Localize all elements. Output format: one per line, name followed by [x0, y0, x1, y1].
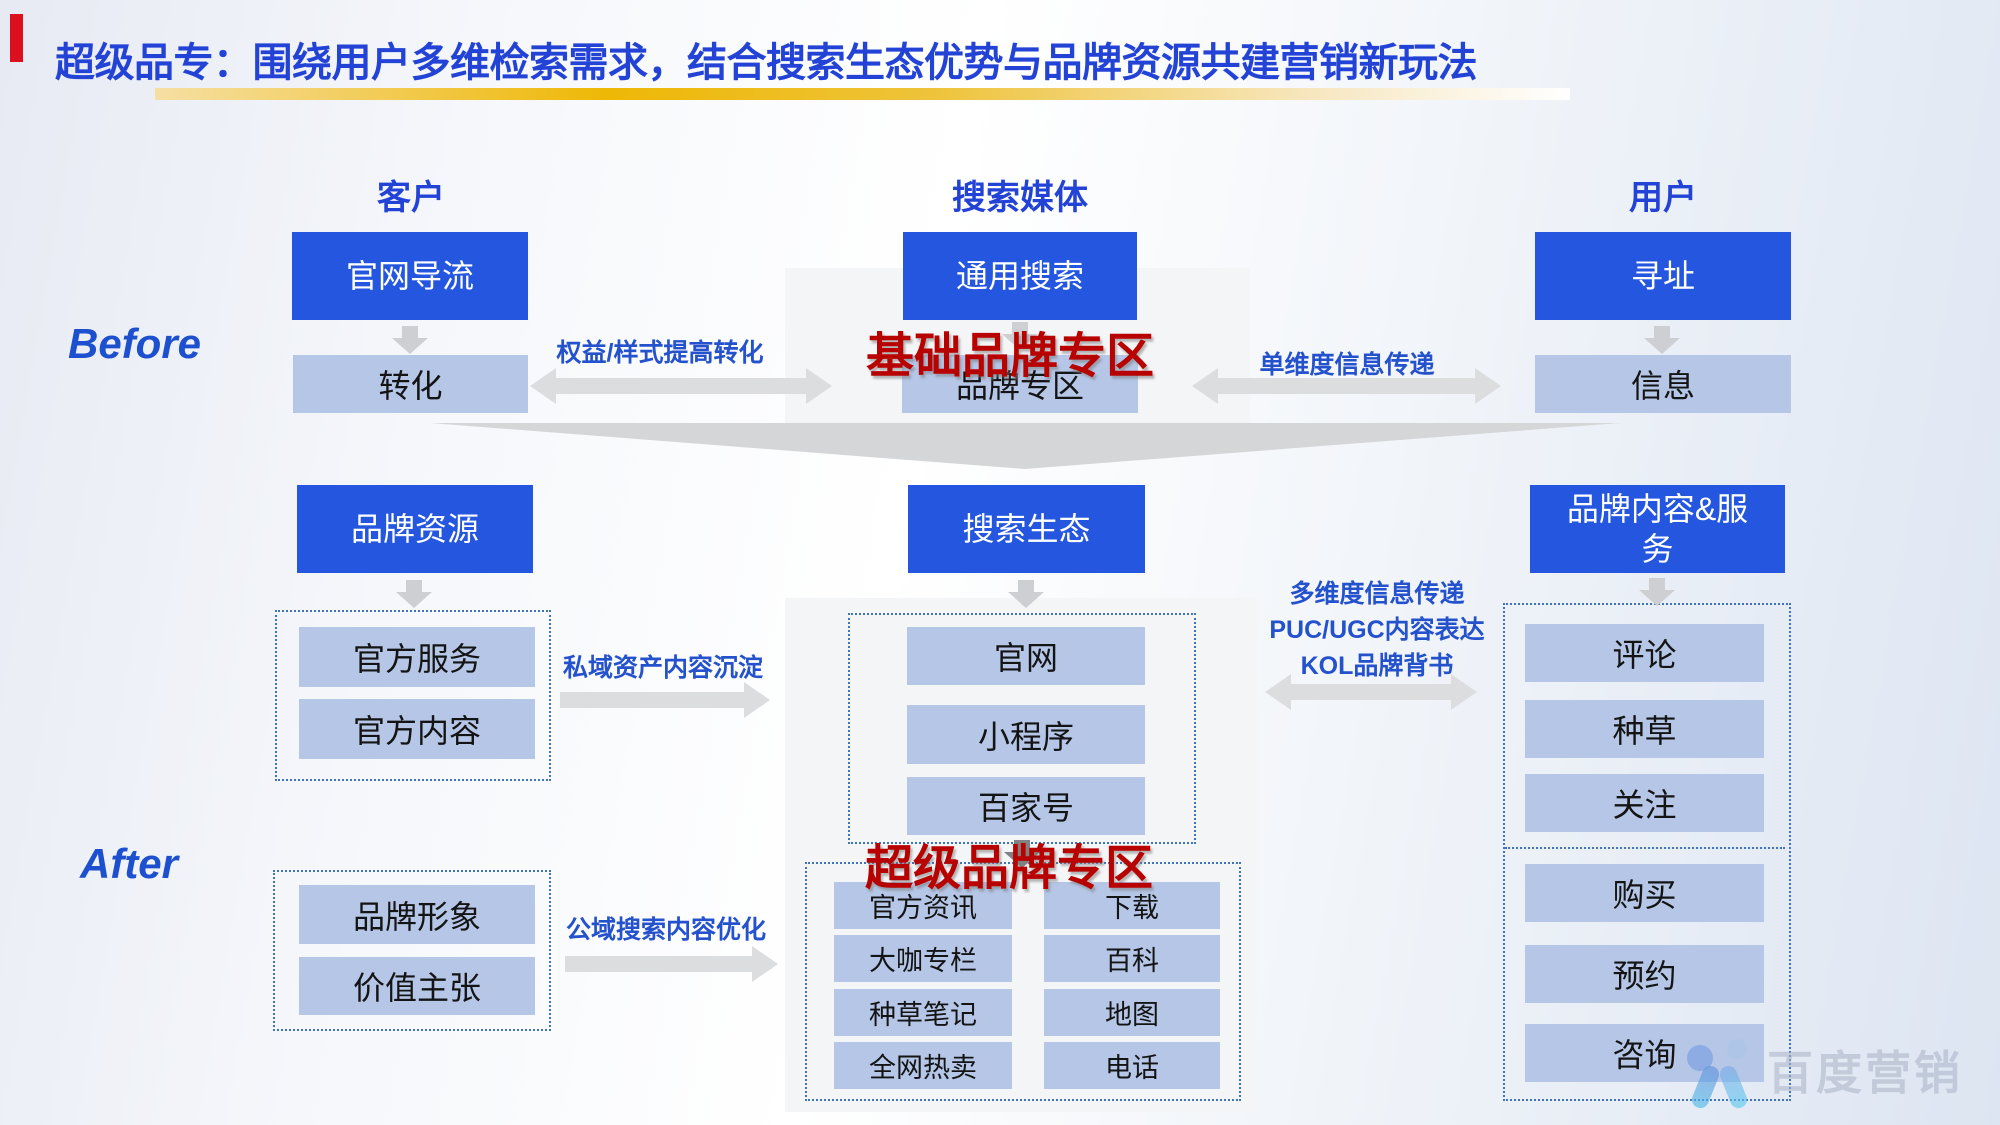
multi-arrow-label-line: PUC/UGC内容表达 — [1269, 616, 1485, 644]
private-domain-arrow-label: 私域资产内容沉淀 — [562, 654, 763, 682]
super-zone-item: 下载 — [1044, 882, 1220, 929]
right-arrow-icon — [565, 946, 778, 982]
column-header-customer: 客户 — [377, 179, 445, 217]
down-arrow-icon — [1008, 580, 1044, 608]
before-label: Before — [68, 320, 202, 367]
super-zone-item: 种草笔记 — [834, 989, 1012, 1036]
baidu-paw-icon — [1717, 1063, 1750, 1111]
brand-resource-item: 官方服务 — [299, 627, 535, 687]
brand-values-item: 价值主张 — [299, 957, 535, 1015]
corner-ribbon — [10, 14, 23, 62]
column-header-media: 搜索媒体 — [952, 179, 1088, 217]
after-search-eco-box: 搜索生态 — [908, 485, 1145, 573]
before-media-bottom-box: 品牌专区 — [902, 355, 1138, 413]
brand-content-item: 购买 — [1525, 864, 1764, 922]
super-brand-zone-group: 官方资讯 大咖专栏 种草笔记 全网热卖 下载 百科 地图 电话 — [805, 862, 1241, 1101]
brand-values-item: 品牌形象 — [299, 885, 535, 944]
before-user-top-box: 寻址 — [1535, 232, 1791, 320]
down-arrow-icon — [1002, 322, 1038, 350]
down-arrow-icon — [1639, 578, 1675, 606]
multi-arrow-labels: 多维度信息传递 PUC/UGC内容表达 KOL品牌背书 — [1227, 576, 1527, 684]
before-customer-top-box: 官网导流 — [292, 232, 528, 320]
multi-arrow-label-line: 多维度信息传递 — [1289, 580, 1465, 608]
basic-brand-zone-overlay: 基础品牌专区 — [866, 330, 1155, 383]
title-underline-bar — [155, 88, 1570, 100]
watermark-text: 百度营销 — [1767, 1047, 1963, 1099]
brand-resource-item: 官方内容 — [299, 699, 535, 759]
brand-resource-group: 官方服务 官方内容 — [275, 610, 551, 781]
right-arrow-icon — [560, 682, 770, 718]
after-label: After — [80, 840, 179, 887]
before-customer-bottom-box: 转化 — [293, 355, 528, 413]
baidu-paw-icon — [1727, 1039, 1747, 1059]
super-zone-item: 地图 — [1044, 989, 1220, 1036]
super-zone-item: 大咖专栏 — [834, 935, 1012, 982]
super-zone-item: 电话 — [1044, 1042, 1220, 1089]
down-arrow-icon — [392, 326, 428, 354]
search-eco-item: 百家号 — [907, 777, 1145, 835]
before-right-arrow-label: 单维度信息传递 — [1259, 351, 1435, 379]
watermark: 百度营销 — [1685, 1035, 1975, 1111]
brand-content-item: 评论 — [1525, 624, 1764, 682]
down-arrow-icon — [1004, 840, 1040, 868]
multi-arrow-label-line: KOL品牌背书 — [1300, 652, 1454, 680]
group-divider — [1505, 847, 1785, 849]
public-domain-arrow-label: 公域搜索内容优化 — [565, 916, 766, 944]
before-user-bottom-box: 信息 — [1535, 355, 1791, 413]
search-eco-group: 官网 小程序 百家号 — [848, 613, 1196, 844]
brand-content-item: 种草 — [1525, 700, 1764, 758]
before-media-top-box: 通用搜索 — [903, 232, 1137, 320]
transition-chevron — [430, 423, 1620, 469]
search-eco-item: 官网 — [907, 627, 1145, 685]
brand-content-item: 预约 — [1525, 945, 1764, 1003]
baidu-paw-icon — [1689, 1063, 1722, 1111]
super-zone-item: 全网热卖 — [834, 1042, 1012, 1089]
double-arrow-icon — [530, 368, 832, 404]
double-arrow-icon — [1265, 674, 1477, 710]
column-header-user: 用户 — [1629, 179, 1697, 217]
brand-content-item: 关注 — [1525, 774, 1764, 832]
before-left-arrow-label: 权益/样式提高转化 — [556, 339, 764, 367]
super-zone-item: 百科 — [1044, 935, 1220, 982]
brand-values-group: 品牌形象 价值主张 — [273, 870, 551, 1031]
down-arrow-icon — [396, 580, 432, 608]
page-title: 超级品专：围绕用户多维检索需求，结合搜索生态优势与品牌资源共建营销新玩法 — [55, 41, 1478, 85]
search-eco-item: 小程序 — [907, 705, 1145, 764]
after-brand-content-box: 品牌内容&服务 — [1530, 485, 1785, 573]
brand-content-group: 评论 种草 关注 购买 预约 咨询 — [1503, 603, 1791, 1101]
double-arrow-icon — [1192, 368, 1501, 404]
after-brand-resource-box: 品牌资源 — [297, 485, 533, 573]
super-zone-item: 官方资讯 — [834, 882, 1012, 929]
down-arrow-icon — [1644, 326, 1680, 354]
super-brand-zone-overlay: 超级品牌专区 — [865, 842, 1154, 895]
